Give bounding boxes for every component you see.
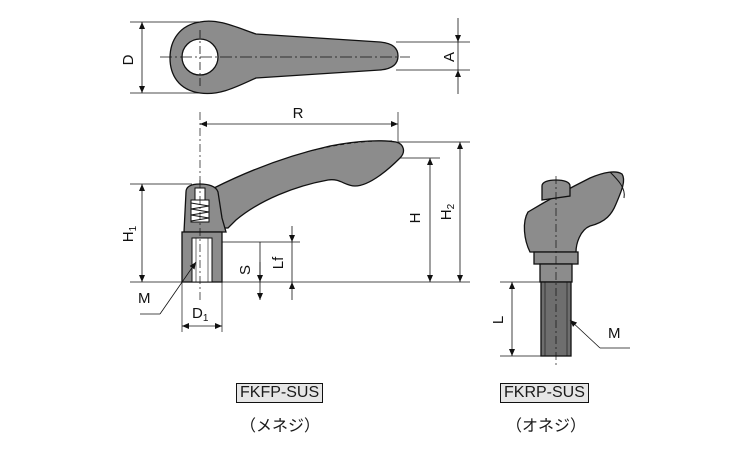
dim-H-label: H bbox=[407, 213, 424, 224]
dim-D-label: D bbox=[120, 54, 137, 65]
side-view-female: R H1 S Lf bbox=[120, 105, 470, 332]
male-head-cap bbox=[541, 179, 571, 201]
model-type-female: （メネジ） bbox=[240, 416, 321, 435]
leader-M-left bbox=[159, 261, 197, 315]
dim-S-label: S bbox=[237, 265, 254, 275]
dim-H2-label: H2 bbox=[438, 203, 457, 220]
leader-M-right bbox=[569, 319, 601, 349]
dim-M-left-label: M bbox=[138, 290, 151, 307]
side-thread-bore bbox=[191, 237, 213, 283]
model-code-female: FKFP-SUS bbox=[236, 383, 324, 403]
dim-A-label: A bbox=[441, 52, 458, 62]
dim-R-label: R bbox=[293, 105, 304, 122]
dim-M-right-label: M bbox=[608, 325, 621, 342]
dim-L-label: L bbox=[490, 316, 507, 324]
model-code-male: FKRP-SUS bbox=[500, 383, 589, 403]
dim-H1-label: H1 bbox=[120, 225, 139, 242]
top-view: D A bbox=[120, 18, 470, 95]
model-type-male: （オネジ） bbox=[506, 416, 587, 435]
dim-Lf-label: Lf bbox=[270, 256, 287, 269]
side-lever-arm bbox=[213, 140, 405, 229]
male-lever-arm bbox=[523, 171, 625, 253]
dim-D1-label: D1 bbox=[192, 305, 209, 324]
side-view-male: L M bbox=[490, 171, 630, 368]
